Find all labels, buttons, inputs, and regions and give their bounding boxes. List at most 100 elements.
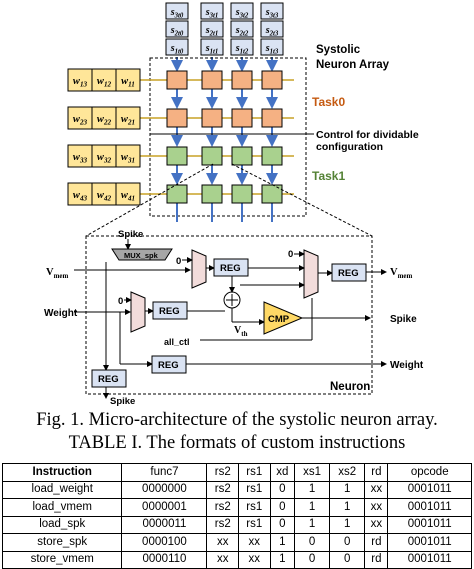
zero-label-3: 0 (288, 249, 293, 260)
array-title-2: Neuron Array (316, 59, 390, 71)
table-cell: 0001011 (387, 550, 472, 569)
cell-label: s3t0 (170, 7, 184, 20)
mux-vmem (191, 249, 207, 289)
table-cell: store_spk (1, 533, 123, 552)
mux-weight (130, 291, 146, 333)
cell-label: s1t3 (265, 43, 279, 56)
table-cell: 0 (329, 550, 366, 569)
neuron-box (85, 235, 373, 395)
reg-spike (91, 369, 127, 388)
control-label: Control for dividable (316, 129, 419, 141)
spike-top-label: Spike (118, 229, 143, 240)
table-cell: xx (364, 498, 389, 517)
table-cell: 0000011 (121, 515, 208, 534)
pe-task1 (201, 146, 223, 166)
vertical-dataflow (171, 89, 278, 222)
table-cell: 0 (269, 515, 296, 534)
weight-cell (115, 182, 141, 206)
cell-label: s2t1 (205, 25, 219, 38)
input-spike-cell (260, 2, 284, 20)
zoom-line-left (85, 163, 214, 237)
figure-caption: Fig. 1. Micro-architecture of the systol… (36, 410, 438, 430)
cell-label: w42 (97, 190, 112, 203)
pe-task0 (201, 108, 223, 128)
table-cell: rs1 (238, 480, 271, 499)
table-cell: 1 (329, 498, 366, 517)
cell-label: w32 (97, 152, 112, 165)
table-cell: 0000001 (121, 498, 208, 517)
table-header-cell: rs1 (238, 463, 271, 482)
horizontal-dataflow (140, 79, 294, 195)
cell-label: s2t3 (265, 25, 279, 38)
table-header-cell: Instruction (1, 463, 123, 482)
table-cell: xx (364, 480, 389, 499)
table-cell: load_weight (1, 480, 123, 499)
cell-label: s1t0 (170, 43, 184, 56)
cell-label: s1t1 (205, 43, 219, 56)
input-spike-cell (200, 38, 224, 56)
cmp-label: CMP (268, 314, 290, 325)
weight-cell (115, 106, 141, 130)
input-spike-cell (260, 20, 284, 38)
table-cell: 1 (293, 515, 331, 534)
spike-bottom-label: Spike (110, 396, 135, 407)
table-cell: 0001011 (387, 480, 472, 499)
all-ctl-label: all_ctl (164, 337, 190, 347)
table-cell: 1 (329, 515, 366, 534)
vmem-out-label: Vmem (390, 267, 413, 280)
array-title: Systolic (316, 44, 361, 56)
table-header-cell: xs2 (329, 463, 366, 482)
table-cell: rs2 (206, 480, 240, 499)
comparator (263, 301, 304, 335)
table-cell: 0000110 (121, 550, 208, 569)
input-spike-cell (260, 38, 284, 56)
table-cell: xx (364, 515, 389, 534)
pe-task0 (261, 108, 283, 128)
cell-label: w23 (73, 114, 88, 127)
reg-label: REG (220, 263, 241, 274)
weight-out-label: Weight (390, 360, 424, 371)
systolic-array-border (149, 57, 307, 217)
table-cell: xx (238, 533, 271, 552)
table-header-cell: xd (269, 463, 296, 482)
input-spike-cell (165, 38, 189, 56)
mux-out (303, 249, 319, 299)
cell-label: w13 (73, 76, 88, 89)
cell-label: s2t2 (235, 25, 249, 38)
weight-cell (115, 144, 141, 168)
reg-label-2: REG (159, 306, 180, 317)
input-spike-cell (200, 2, 224, 20)
table-cell: rs2 (206, 498, 240, 517)
pe-task1 (201, 184, 223, 204)
reg-label-5: REG (98, 374, 119, 385)
weight-in-label: Weight (44, 308, 78, 319)
pe-task1 (166, 184, 188, 204)
table-cell: 0 (329, 533, 366, 552)
cell-label: w41 (121, 190, 135, 203)
pe-task0 (166, 70, 188, 90)
mux-spk-label: MUX_spk (124, 251, 159, 260)
weight-cell (115, 68, 141, 92)
cell-label: w21 (121, 114, 135, 127)
pe-task0 (166, 108, 188, 128)
vmem-in-label: Vmem (46, 267, 69, 280)
pe-task0 (201, 70, 223, 90)
cell-label: s3t3 (265, 7, 279, 20)
table-header-cell: rd (364, 463, 389, 482)
table-header-cell: opcode (387, 463, 472, 482)
table-cell: load_spk (1, 515, 123, 534)
table-cell: 0 (293, 533, 331, 552)
pe-task1 (231, 184, 253, 204)
table-cell: rs2 (206, 515, 240, 534)
table-cell: load_vmem (1, 498, 123, 517)
pe-task1 (166, 146, 188, 166)
table-cell: 0001011 (387, 498, 472, 517)
vth-label: Vth (234, 325, 248, 338)
cell-label: w22 (97, 114, 112, 127)
